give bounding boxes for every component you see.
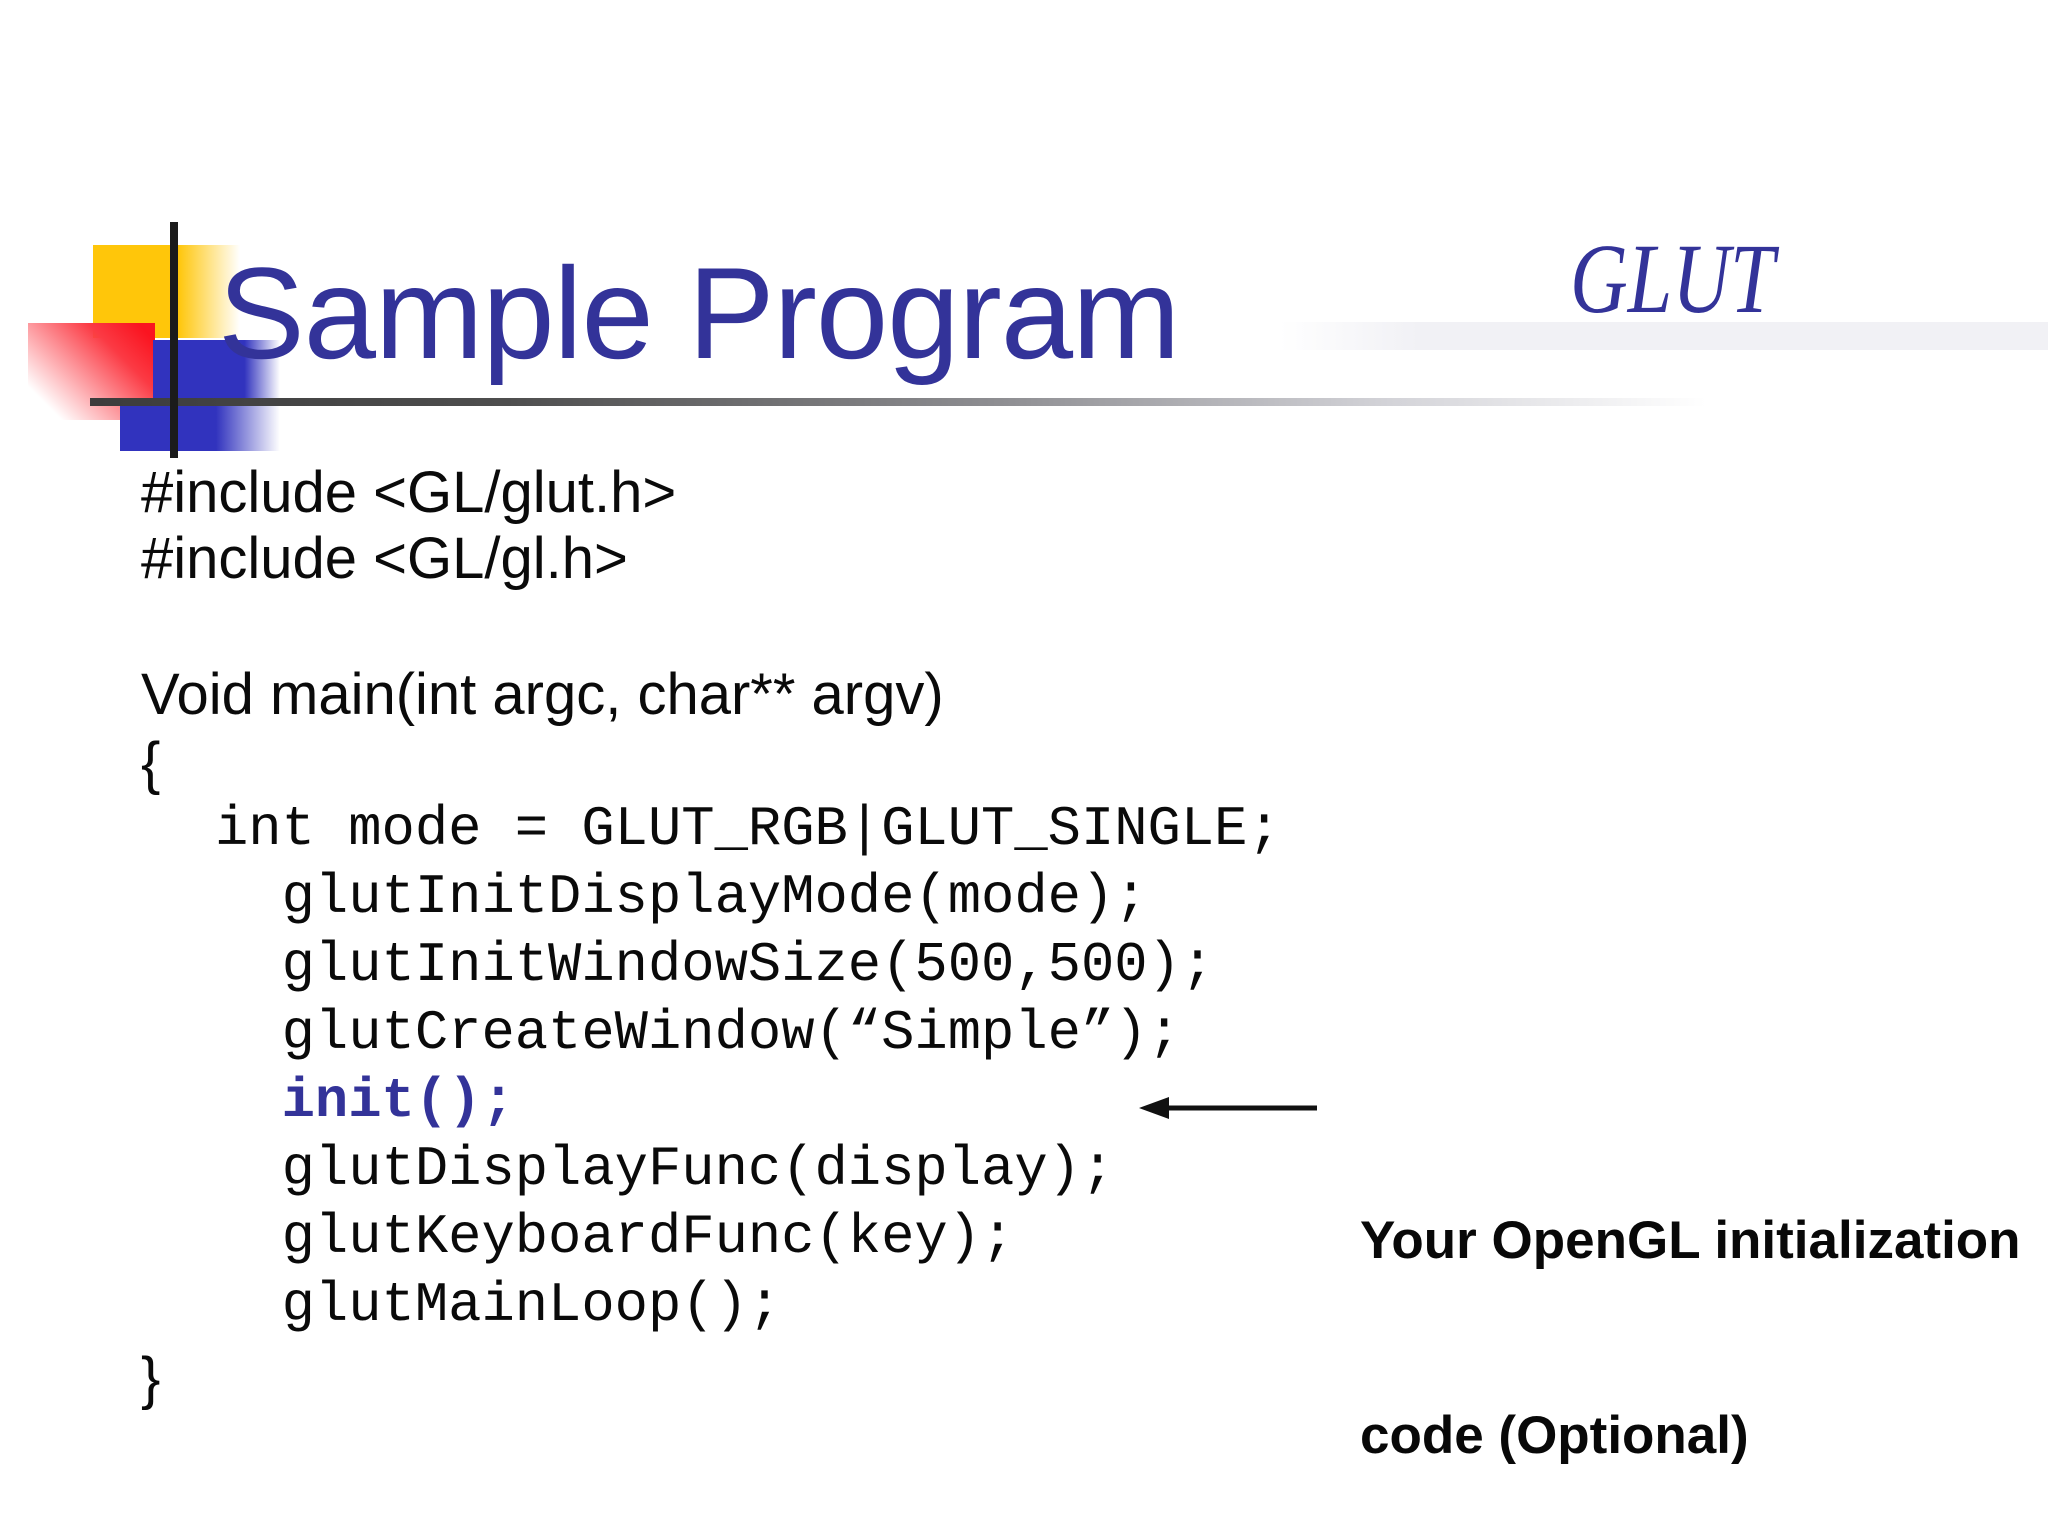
- code-line-init-window-size: glutInitWindowSize(500,500);: [215, 934, 1215, 997]
- code-line-init-display-mode: glutInitDisplayMode(mode);: [215, 866, 1148, 929]
- code-line-include-glut: #include <GL/glut.h>: [141, 460, 677, 525]
- glut-watermark: GLUT: [1570, 223, 1775, 334]
- deco-blue-square-lower: [120, 406, 280, 451]
- background-accent-band: [1280, 322, 2048, 350]
- code-line-create-window: glutCreateWindow(“Simple”);: [215, 1002, 1181, 1065]
- deco-yellow-square: [93, 245, 240, 338]
- page-title: Sample Program: [218, 240, 1180, 386]
- code-line-init-call: init();: [215, 1070, 515, 1133]
- title-divider-line: [90, 398, 1756, 406]
- code-line-main-loop: glutMainLoop();: [215, 1274, 782, 1337]
- code-line-display-func: glutDisplayFunc(display);: [215, 1138, 1115, 1201]
- code-line-keyboard-func: glutKeyboardFunc(key);: [215, 1206, 1015, 1269]
- left-arrow-icon: [1139, 1097, 1317, 1119]
- annotation-line-1: Your OpenGL initialization: [1360, 1211, 2021, 1270]
- code-block: int mode = GLUT_RGB|GLUT_SINGLE; glutIni…: [215, 796, 1281, 1340]
- code-line-include-gl: #include <GL/gl.h>: [141, 526, 628, 591]
- annotation-line-2: code (Optional): [1360, 1406, 1749, 1465]
- annotation-text: Your OpenGL initialization code (Optiona…: [1360, 1078, 2021, 1533]
- code-line-main-decl: Void main(int argc, char** argv): [141, 662, 944, 727]
- code-open-brace: {: [141, 731, 161, 796]
- deco-vertical-line: [170, 222, 178, 458]
- code-close-brace: }: [141, 1346, 161, 1411]
- code-line-mode: int mode = GLUT_RGB|GLUT_SINGLE;: [215, 798, 1281, 861]
